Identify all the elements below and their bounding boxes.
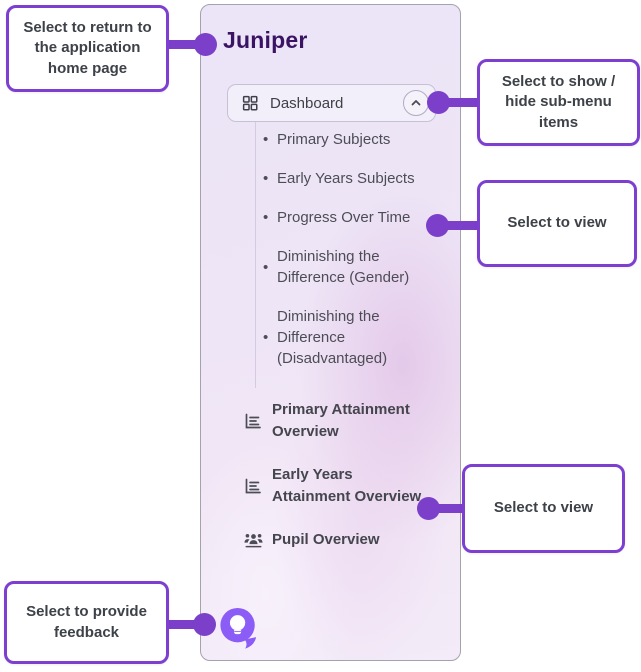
bullet-icon: • [263,329,269,346]
callout-view-progress: Select to view [477,180,637,267]
connector-line-view-progress [440,221,480,230]
submenu-item-primary-subjects[interactable]: • Primary Subjects [263,131,391,148]
submenu-item-progress-over-time[interactable]: • Progress Over Time [263,209,411,226]
bullet-icon: • [263,170,269,187]
callout-home: Select to return to the application home… [6,5,169,92]
dashboard-grid-icon [241,94,259,112]
connector-line-feedback [165,620,205,629]
callout-toggle-submenu-text: Select to show / hide sub-menu items [501,73,616,131]
callout-view-progress-text: Select to view [507,214,607,232]
connector-dot-view-early-years [417,497,440,520]
connector-line-toggle-submenu [440,98,480,107]
nav-primary-attainment-overview[interactable]: Primary Attainment Overview [243,399,433,443]
app-logo-juniper[interactable]: Juniper [223,27,308,53]
nav-early-years-attainment-overview[interactable]: Early Years Attainment Overview [243,464,433,508]
submenu-indent-guide [255,122,256,388]
bar-chart-icon [243,411,264,431]
connector-dot-view-progress [426,214,449,237]
callout-view-early-years: Select to view [462,464,625,553]
dashboard-label: Dashboard [270,94,344,112]
sidebar-main-nav: Primary Attainment Overview Early Years … [243,399,433,572]
connector-line-view-early-years [430,504,465,513]
callout-feedback: Select to provide feedback [4,581,169,664]
dashboard-submenu: • Primary Subjects • Early Years Subject… [263,129,435,387]
connector-dot-toggle-submenu [427,91,450,114]
nav-dashboard[interactable]: Dashboard [227,84,436,122]
feedback-button[interactable] [218,606,260,652]
connector-line-home [165,40,205,49]
submenu-toggle-button[interactable] [403,90,429,116]
nav-pupil-overview[interactable]: Pupil Overview [243,529,433,551]
bullet-icon: • [263,131,269,148]
sidebar-panel: Juniper Dashboard [200,4,461,661]
connector-dot-feedback [193,613,216,636]
bullet-icon: • [263,209,269,226]
bullet-icon: • [263,258,269,276]
callout-feedback-text: Select to provide feedback [26,603,147,641]
feedback-lightbulb-bubble-icon [218,606,260,652]
callout-view-early-years-text: Select to view [493,499,594,517]
callout-home-text: Select to return to the application home… [23,19,152,77]
pupils-group-icon [243,531,264,550]
bar-chart-icon [243,476,264,496]
chevron-up-icon [409,96,423,110]
submenu-item-early-years-subjects[interactable]: • Early Years Subjects [263,170,415,187]
submenu-item-diminishing-difference-disadvantaged[interactable]: • Diminishing the Difference (Disadvanta… [263,308,388,367]
submenu-item-diminishing-difference-gender[interactable]: • Diminishing the Difference (Gender) [263,248,410,286]
callout-toggle-submenu: Select to show / hide sub-menu items [477,59,640,146]
connector-dot-home [194,33,217,56]
